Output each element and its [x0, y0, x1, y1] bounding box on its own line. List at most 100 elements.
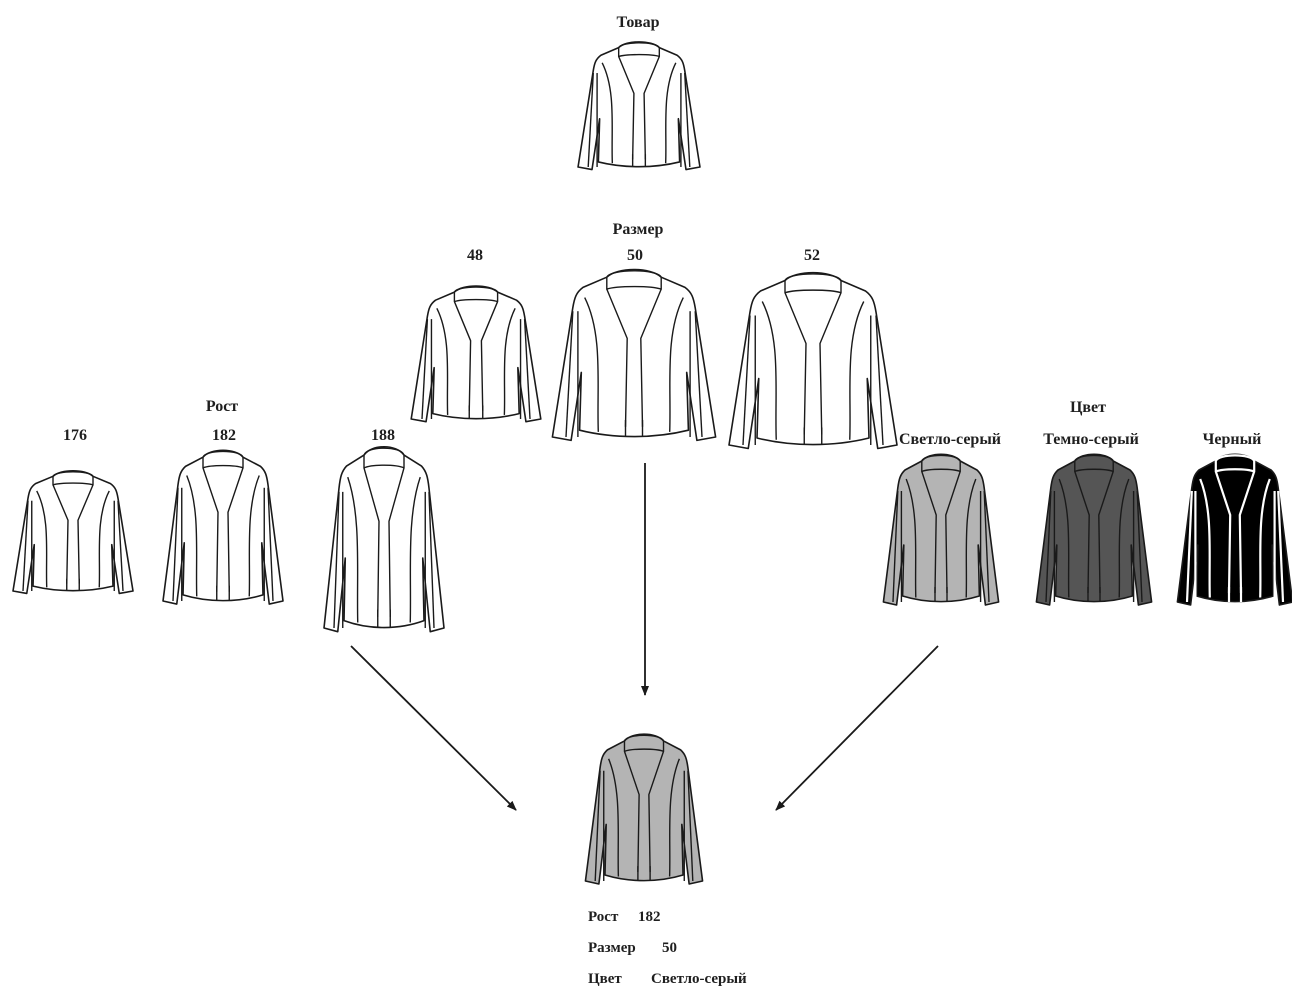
- height-176-jacket-icon: [13, 471, 133, 594]
- jacket-seam: [1046, 491, 1051, 602]
- height-option-176-label: 176: [63, 427, 87, 444]
- jacket-seam: [187, 476, 197, 597]
- jacket-seam: [1260, 479, 1270, 598]
- jacket-seam: [1059, 479, 1069, 598]
- jacket-seam: [504, 308, 515, 415]
- jacket-seam: [624, 751, 639, 872]
- jacket-body: [552, 270, 715, 441]
- jacket-seam: [525, 319, 530, 419]
- jacket-seam: [228, 468, 243, 592]
- jacket-seam: [984, 491, 989, 602]
- jacket-seam: [364, 468, 379, 617]
- jacket-seam: [378, 610, 391, 628]
- jacket-seam: [173, 488, 178, 601]
- jacket-seam: [410, 477, 420, 622]
- height-188-jacket-icon: [324, 447, 444, 632]
- jacket-seam: [1278, 491, 1283, 602]
- jacket-seam: [602, 63, 612, 163]
- jacket-seam: [644, 57, 659, 160]
- jacket-seam: [743, 316, 750, 446]
- jacket-seam: [607, 271, 661, 289]
- result-height-label: Рост: [588, 909, 619, 925]
- jacket-seam: [481, 302, 497, 411]
- jacket-seam: [588, 73, 593, 167]
- jacket-seam: [1240, 472, 1254, 594]
- color-light-gray-jacket-icon: [883, 454, 998, 605]
- jacket-seam: [1216, 472, 1230, 594]
- jacket-seam: [203, 468, 218, 592]
- jacket-seam: [876, 316, 883, 446]
- jacket-seam: [1088, 587, 1100, 602]
- jacket-seam: [804, 428, 822, 446]
- jacket-seam: [785, 274, 841, 293]
- jacket-seam: [626, 420, 643, 437]
- jacket-seam: [1099, 472, 1113, 594]
- jacket-seam: [1119, 479, 1129, 598]
- jacket-seam: [249, 476, 259, 597]
- color-option-black-label: Черный: [1203, 431, 1262, 448]
- jacket-seam: [53, 472, 93, 485]
- jacket-seam: [1229, 587, 1241, 602]
- jacket-seam: [966, 479, 976, 598]
- jacket-seam: [670, 759, 680, 877]
- height-group-title: Рост: [206, 398, 238, 415]
- jacket-seam: [619, 57, 634, 160]
- arrow-from-height: [350, 645, 517, 811]
- jacket-seam: [217, 586, 230, 601]
- arrow-from-color: [775, 645, 939, 811]
- jacket-body: [163, 450, 283, 604]
- jacket-seam: [389, 468, 404, 617]
- result-size-label: Размер: [588, 940, 636, 956]
- size-group-title: Размер: [613, 221, 664, 238]
- jacket-seam: [820, 293, 841, 435]
- jacket-seam: [762, 302, 776, 440]
- jacket-seam: [1187, 491, 1192, 602]
- result-color-label: Цвет: [588, 971, 622, 987]
- color-option-light-gray-label: Светло-серый: [899, 431, 1001, 448]
- jacket-seam: [685, 73, 690, 167]
- jacket-seam: [619, 43, 660, 57]
- jacket-seam: [437, 308, 448, 415]
- product-jacket-icon: [578, 42, 700, 170]
- jacket-seam: [922, 472, 936, 594]
- jacket-seam: [695, 311, 702, 437]
- jacket-seam: [922, 455, 960, 471]
- size-option-52-label: 52: [804, 247, 820, 264]
- jacket-seam: [1200, 479, 1210, 598]
- color-group-title: Цвет: [1070, 399, 1106, 416]
- size-option-48-label: 48: [467, 247, 483, 264]
- jacket-seam: [78, 485, 93, 584]
- jacket-seam: [348, 477, 358, 622]
- size-52-jacket-icon: [729, 273, 897, 449]
- jacket-seam: [454, 302, 470, 411]
- jacket-seam: [37, 491, 47, 587]
- jacket-seam: [585, 298, 599, 432]
- jacket-seam: [785, 293, 806, 435]
- jacket-seam: [850, 302, 864, 440]
- result-size-value: 50: [662, 940, 677, 956]
- jacket-seam: [906, 479, 916, 598]
- jacket-seam: [670, 298, 684, 432]
- result-height-value: 182: [638, 909, 661, 925]
- height-option-188-label: 188: [371, 427, 395, 444]
- jacket-seam: [334, 492, 339, 628]
- jacket-body: [1036, 454, 1151, 605]
- jacket-seam: [633, 154, 646, 167]
- jacket-body: [13, 471, 133, 594]
- result-color-value: Светло-серый: [651, 971, 747, 987]
- jacket-seam: [53, 485, 68, 584]
- height-option-182-label: 182: [212, 427, 236, 444]
- height-182-jacket-icon: [163, 450, 283, 604]
- jacket-seam: [666, 63, 676, 163]
- jacket-seam: [893, 491, 898, 602]
- color-dark-gray-jacket-icon: [1036, 454, 1151, 605]
- jacket-body: [585, 734, 702, 884]
- jacket-seam: [99, 491, 109, 587]
- jacket-seam: [429, 492, 434, 628]
- size-50-jacket-icon: [552, 270, 715, 441]
- color-black-jacket-icon: [1177, 454, 1292, 605]
- jacket-body: [578, 42, 700, 170]
- color-option-dark-gray-label: Темно-серый: [1043, 431, 1139, 448]
- jacket-seam: [638, 866, 650, 881]
